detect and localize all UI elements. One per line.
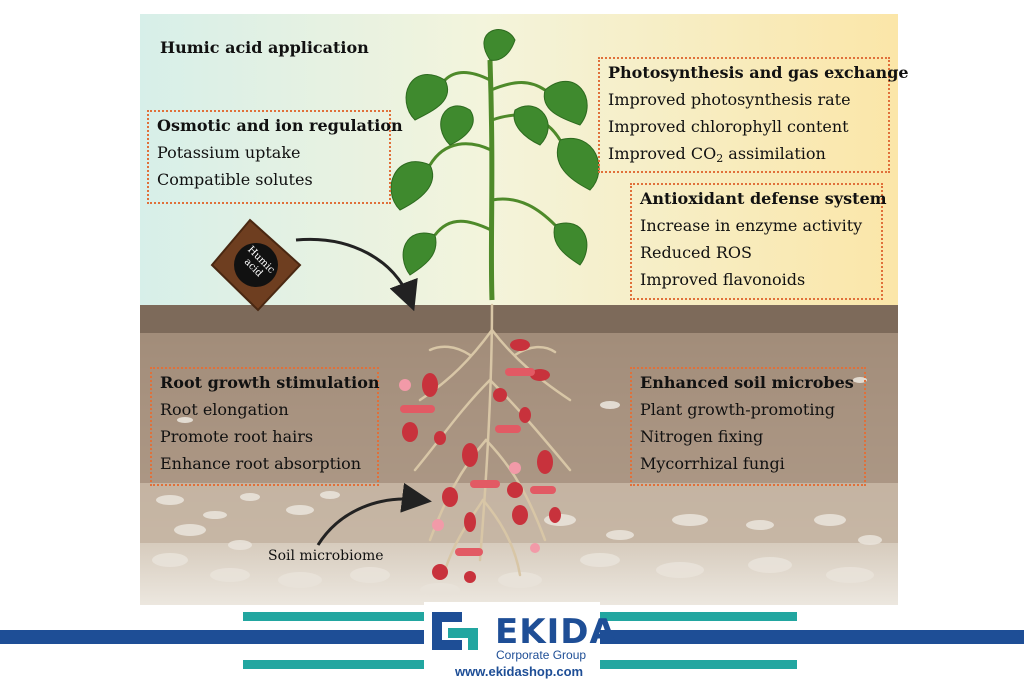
box-item: Improved flavonoids bbox=[640, 270, 806, 289]
box-item-co2: Improved CO2 assimilation bbox=[608, 144, 826, 165]
soil-microbes-box: Enhanced soil microbes Plant growth-prom… bbox=[630, 367, 866, 486]
ekida-logo-icon bbox=[424, 602, 600, 680]
osmotic-ion-regulation-box: Osmotic and ion regulation Potassium upt… bbox=[147, 110, 403, 204]
box-item: Improved photosynthesis rate bbox=[608, 90, 851, 109]
box-item: Compatible solutes bbox=[157, 170, 313, 189]
brand-url[interactable]: www.ekidashop.com bbox=[455, 664, 584, 679]
box-item: Mycorrhizal fungi bbox=[640, 454, 785, 473]
bag-arrow bbox=[295, 237, 418, 312]
box-title: Photosynthesis and gas exchange bbox=[608, 63, 909, 82]
brand-name: EKIDA bbox=[495, 612, 617, 652]
diagram-title: Humic acid application bbox=[160, 38, 369, 57]
box-item: Root elongation bbox=[160, 400, 289, 419]
microbiome-arrow bbox=[316, 482, 432, 546]
box-item: Enhance root absorption bbox=[160, 454, 362, 473]
root-growth-box: Root growth stimulation Root elongation … bbox=[150, 367, 380, 486]
humic-acid-bag bbox=[210, 218, 302, 312]
soil-microbes bbox=[399, 339, 561, 583]
box-item: Potassium uptake bbox=[157, 143, 301, 162]
box-title: Osmotic and ion regulation bbox=[157, 116, 403, 135]
box-item: Plant growth-promoting bbox=[640, 400, 836, 419]
box-item: Reduced ROS bbox=[640, 243, 752, 262]
topsoil-band bbox=[140, 305, 898, 333]
photosynthesis-box: Photosynthesis and gas exchange Improved… bbox=[598, 57, 909, 173]
box-title: Root growth stimulation bbox=[160, 373, 380, 392]
brand-stripes bbox=[0, 612, 1024, 669]
box-item: Increase in enzyme activity bbox=[640, 216, 863, 235]
box-title: Enhanced soil microbes bbox=[640, 373, 854, 392]
box-item: Nitrogen fixing bbox=[640, 427, 764, 446]
plant bbox=[390, 29, 600, 301]
box-item: Improved chlorophyll content bbox=[608, 117, 849, 136]
soil-microbiome-label: Soil microbiome bbox=[268, 548, 384, 564]
roots bbox=[413, 303, 572, 577]
soil-pebbles bbox=[152, 377, 882, 597]
antioxidant-defense-box: Antioxidant defense system Increase in e… bbox=[630, 183, 887, 300]
subsoil-band bbox=[140, 333, 898, 483]
box-item: Promote root hairs bbox=[160, 427, 314, 446]
brand-subtitle: Corporate Group bbox=[496, 648, 587, 662]
box-title: Antioxidant defense system bbox=[640, 189, 887, 208]
